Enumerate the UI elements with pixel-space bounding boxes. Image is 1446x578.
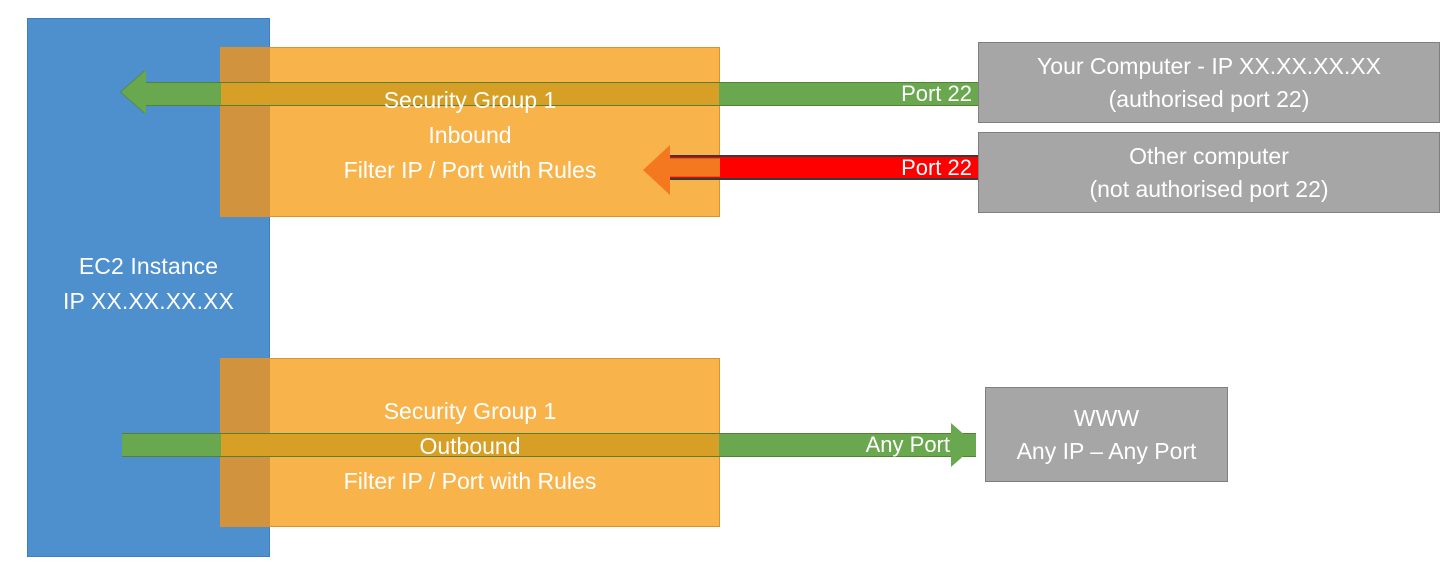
your-computer-line-1: Your Computer - IP XX.XX.XX.XX <box>1037 52 1381 79</box>
allowed-inbound-band-over-security-group <box>221 83 719 105</box>
allowed-outbound-band-over-security-group <box>221 434 719 456</box>
other-computer-line-1: Other computer <box>1129 142 1289 169</box>
blocked-absorbed-arrow-shaft <box>668 158 720 177</box>
security-group-inbound-box <box>220 47 720 217</box>
blocked-inbound-band <box>670 155 978 180</box>
blocked-absorbed-arrowhead-icon <box>643 145 670 195</box>
ec2-instance-label: EC2 Instance IP XX.XX.XX.XX <box>27 249 270 319</box>
www-line-2: Any IP – Any Port <box>1016 437 1197 464</box>
ec2-instance-ip: IP XX.XX.XX.XX <box>62 288 234 314</box>
endpoint-other-computer: Other computer (not authorised port 22) <box>978 132 1440 213</box>
allowed-outbound-arrowhead-icon <box>951 423 976 467</box>
endpoint-your-computer: Your Computer - IP XX.XX.XX.XX (authoris… <box>978 42 1440 123</box>
www-line-1: WWW <box>1073 404 1140 431</box>
your-computer-line-2: (authorised port 22) <box>1108 85 1310 112</box>
endpoint-www: WWW Any IP – Any Port <box>985 387 1228 482</box>
ec2-instance-name: EC2 Instance <box>78 253 219 279</box>
allowed-inbound-arrowhead-icon <box>121 70 146 114</box>
other-computer-line-2: (not authorised port 22) <box>1089 175 1329 202</box>
